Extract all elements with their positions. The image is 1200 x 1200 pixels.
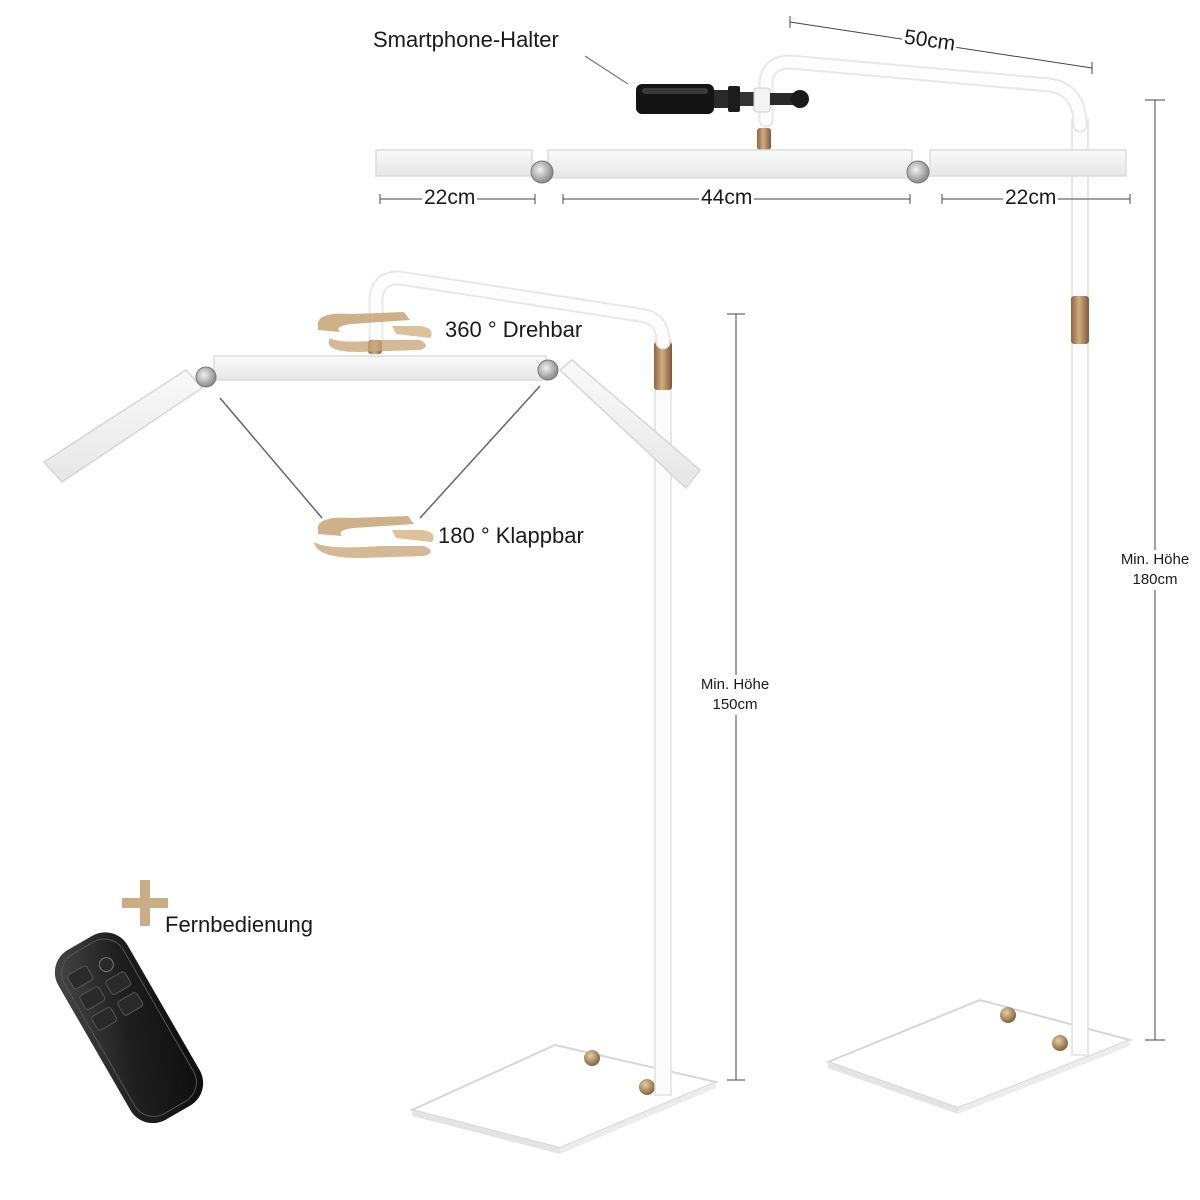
fold-pointer-right — [419, 385, 541, 519]
short-floor-lamp — [42, 270, 745, 1154]
tall-lamp-panel-center — [547, 149, 913, 179]
remote-power-button-icon — [98, 957, 114, 973]
short-min-height: Min. Höhe 150cm — [690, 675, 780, 715]
tall-min-height-value: 180cm — [1132, 571, 1178, 588]
left-panel-width: 22cm — [422, 186, 478, 209]
short-lamp-panel-right — [558, 359, 702, 490]
smartphone-holder-pointer — [584, 55, 629, 85]
fold-pointer-left — [219, 397, 323, 519]
center-panel-width: 44cm — [699, 186, 755, 209]
smartphone-holder — [636, 84, 809, 114]
short-lamp-panel-left — [42, 369, 204, 483]
remote-label: Fernbedienung — [165, 912, 314, 937]
short-lamp-screw-1 — [584, 1050, 600, 1066]
rotate-arrows-icon — [318, 312, 432, 352]
remote-control — [54, 932, 204, 1124]
short-lamp-screw-2 — [639, 1079, 655, 1095]
tall-lamp-hinge-left — [530, 160, 554, 184]
short-lamp-panel-center — [213, 355, 547, 381]
short-lamp-height-clamp — [654, 342, 672, 390]
tall-lamp-hinge-right — [906, 160, 930, 184]
tall-lamp-screw-2 — [1052, 1035, 1068, 1051]
short-lamp-hinge-right — [537, 359, 559, 381]
short-min-height-caption: Min. Höhe — [700, 676, 770, 693]
tall-lamp-panel-left — [375, 149, 533, 177]
tall-lamp-height-clamp — [1071, 296, 1089, 344]
tall-lamp-screw-1 — [1000, 1007, 1016, 1023]
fold-label: 180 ° Klappbar — [438, 523, 584, 548]
right-panel-width: 22cm — [1003, 186, 1059, 209]
short-lamp-hinge-left — [195, 366, 217, 388]
short-min-height-value: 150cm — [712, 696, 758, 713]
smartphone-holder-label: Smartphone-Halter — [373, 27, 559, 52]
tall-lamp-panel-right — [929, 149, 1127, 177]
plus-icon — [122, 880, 168, 926]
tall-lamp-pole — [1071, 119, 1089, 1056]
tall-floor-lamp — [375, 16, 1165, 1114]
tall-min-height-caption: Min. Höhe — [1120, 551, 1190, 568]
rotate-label: 360 ° Drehbar — [445, 317, 583, 342]
fold-arrows-icon — [314, 516, 434, 558]
tall-min-height: Min. Höhe 180cm — [1110, 550, 1200, 590]
